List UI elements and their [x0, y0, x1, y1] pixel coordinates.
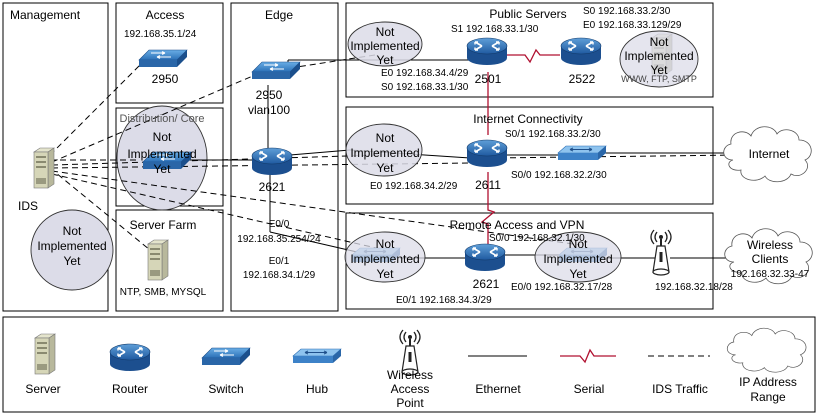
e0-2501-label: E0 192.168.34.4/29: [381, 68, 469, 79]
router-2611: [466, 139, 508, 168]
ni-line3: Yet: [154, 162, 172, 176]
ni-line3: Yet: [651, 63, 669, 77]
server-farm-services-label: NTP, SMB, MYSQL: [120, 287, 207, 298]
e01-remote-label: E0/1 192.168.34.3/29: [396, 295, 492, 306]
edge-switch-label: 2950: [256, 88, 283, 102]
legend-switch-label: Switch: [208, 382, 243, 396]
legend: Server Router Switch Hub Wireless Access…: [25, 327, 807, 410]
not-implemented-labels: Not Implemented Yet Not Implemented Yet …: [37, 25, 693, 281]
ni-line2: Implemented: [350, 146, 419, 160]
legend-hub-icon: [292, 348, 342, 364]
s01-2611-label: S0/1 192.168.33.2/30: [505, 129, 601, 140]
not-implemented-remote-left-ellipse: [344, 231, 426, 283]
remote-router-2621: [464, 243, 506, 272]
not-implemented-public-right-ellipse: [619, 30, 699, 88]
router-2501-label: 2501: [475, 72, 502, 86]
legend-serial-line: [560, 348, 616, 364]
legend-router-icon: [109, 343, 151, 372]
public-servers-title: Public Servers: [489, 7, 566, 21]
e0-2611-label: E0 192.168.34.2/29: [370, 181, 458, 192]
ni-line2: Implemented: [127, 147, 196, 161]
router-2611-label: 2611: [475, 178, 501, 192]
internet-label: Internet: [749, 147, 790, 161]
server-farm-region: [115, 209, 224, 312]
legend-wireless-label-2: Access: [391, 382, 430, 396]
router-2501: [466, 37, 508, 66]
ni-line2: Implemented: [350, 252, 419, 266]
edge-vlan-label: vlan100: [248, 103, 290, 117]
ids-label: IDS: [18, 199, 38, 213]
legend-ip-range-label-1: IP Address: [739, 375, 797, 389]
wireless-label: Wireless: [747, 238, 793, 252]
edge-router-label: 2621: [259, 180, 286, 194]
legend-ip-range-label-2: Range: [750, 390, 786, 404]
s0-2522-label: S0 192.168.33.2/30: [583, 6, 671, 17]
ids-server: [33, 147, 55, 189]
edge-e01-label: E0/1: [269, 256, 290, 267]
legend-server-label: Server: [25, 382, 60, 396]
e00-remote-label: E0/0 192.168.32.17/28: [511, 282, 613, 293]
not-implemented-internet-ellipse: [345, 123, 423, 177]
legend-ids-traffic-label: IDS Traffic: [652, 382, 708, 396]
internet-hub: [557, 145, 607, 161]
ni-line3: Yet: [64, 254, 82, 268]
edge-router-2621: [251, 147, 293, 176]
ni-line2: Implemented: [543, 252, 612, 266]
ni-line1: Not: [153, 130, 172, 144]
access-ip-label: 192.168.35.1/24: [124, 29, 197, 40]
clients-range-label: 192.168.32.33-47: [731, 269, 810, 280]
edge-title: Edge: [265, 8, 293, 22]
ni-line2: Implemented: [350, 39, 419, 53]
ni-line1: Not: [569, 237, 588, 251]
edge-e00-ip-label: 192.168.35.254/24: [237, 234, 321, 245]
s0-2501-label: S0 192.168.33.1/30: [381, 82, 469, 93]
ni-line1: Not: [650, 35, 669, 49]
remote-router-label: 2621: [473, 277, 500, 291]
ni-line3: Yet: [377, 161, 395, 175]
not-implemented-ids-ellipse: [30, 209, 114, 291]
address-labels: 192.168.35.1/24 2950 2950 vlan100 2621 E…: [18, 6, 810, 306]
edge-e00-label: E0/0: [269, 219, 290, 230]
router-2522: [560, 37, 602, 66]
server-farm-title: Server Farm: [130, 218, 197, 232]
ni-line3: Yet: [570, 267, 588, 281]
ni-line1: Not: [63, 224, 82, 238]
public-services-label: WWW, FTP, SMTP: [621, 74, 697, 84]
clients-label: Clients: [752, 252, 789, 266]
management-title: Management: [10, 8, 81, 22]
edge-e01-ip-label: 192.168.34.1/29: [243, 270, 316, 281]
legend-hub-label: Hub: [306, 382, 328, 396]
e0-2522-label: E0 192.168.33.129/29: [583, 20, 682, 31]
distribution-title: Distribution/ Core: [120, 113, 205, 125]
not-implemented-public-left-ellipse: [347, 21, 423, 67]
ni-line3: Yet: [377, 267, 395, 281]
s00-remote-label: S0/0 192.168.32.1/30: [489, 233, 585, 244]
s00-2611-label: S0/0 192.168.32.2/30: [511, 170, 607, 181]
access-title: Access: [146, 8, 185, 22]
legend-serial-label: Serial: [574, 382, 605, 396]
legend-ethernet-label: Ethernet: [475, 382, 521, 396]
serial-links: [480, 48, 560, 245]
not-implemented-remote-right-ellipse: [534, 231, 622, 283]
ni-line2: Implemented: [624, 49, 693, 63]
internet-connectivity-title: Internet Connectivity: [473, 112, 582, 126]
ap-ip-label: 192.168.32.18/28: [655, 282, 733, 293]
access-switch-label: 2950: [152, 72, 179, 86]
ni-line1: Not: [376, 25, 395, 39]
legend-server-icon: [34, 333, 56, 375]
ni-line2: Implemented: [37, 239, 106, 253]
legend-wireless-label-1: Wireless: [387, 368, 433, 382]
ni-line1: Not: [376, 237, 395, 251]
s1-2501-label: S1 192.168.33.1/30: [451, 24, 539, 35]
router-2522-label: 2522: [569, 72, 596, 86]
legend-router-label: Router: [112, 382, 148, 396]
ni-line1: Not: [376, 131, 395, 145]
remote-access-title: Remote Access and VPN: [450, 218, 585, 232]
server-farm-server: [147, 239, 169, 281]
legend-wireless-label-3: Point: [396, 396, 424, 410]
ni-line3: Yet: [377, 53, 395, 67]
